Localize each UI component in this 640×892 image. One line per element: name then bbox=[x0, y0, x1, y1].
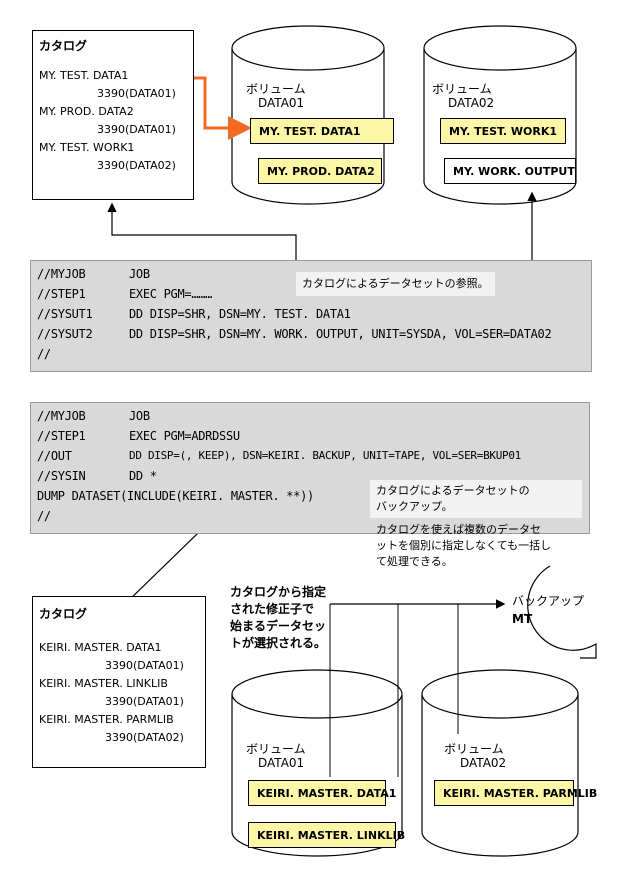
selection-note: カタログから指定 された修正子で 始まるデータセッ トが選択される。 bbox=[230, 584, 326, 652]
tape-icon bbox=[527, 565, 597, 659]
jcl-stmt: DD * bbox=[129, 469, 157, 483]
jcl-label: //SYSUT1 bbox=[37, 307, 93, 321]
catalog-title: カタログ bbox=[39, 607, 88, 621]
dataset-box: KEIRI. MASTER. DATA1 bbox=[248, 780, 396, 806]
catalog-box-top: カタログ MY. TEST. DATA1 3390(DATA01) MY. PR… bbox=[32, 30, 194, 200]
jcl-stmt: EXEC PGM=……… bbox=[129, 287, 213, 301]
jcl-label: //SYSIN bbox=[37, 469, 86, 483]
volume-name: DATA02 bbox=[448, 96, 495, 110]
catalog-entry-vol: 3390(DATA01) bbox=[97, 123, 176, 136]
note-line: カタログから指定 bbox=[230, 585, 327, 599]
catalog-entry-name: KEIRI. MASTER. LINKLIB bbox=[39, 677, 168, 690]
backup-note-extra: カタログを使えば複数のデータセ ットを個別に指定しなくても一括し て処理できる。 bbox=[376, 522, 551, 570]
jcl-stmt: DD DISP=(, KEEP), DSN=KEIRI. BACKUP, UNI… bbox=[129, 449, 521, 462]
note-line: カタログを使えば複数のデータセ bbox=[376, 523, 541, 536]
note-line: トが選択される。 bbox=[230, 636, 327, 650]
jcl-label: //MYJOB bbox=[37, 409, 86, 423]
catalog-entry-name: MY. TEST. DATA1 bbox=[39, 69, 129, 82]
catalog-entry-vol: 3390(DATA02) bbox=[105, 731, 184, 744]
dataset-box: MY. PROD. DATA2 bbox=[258, 158, 382, 184]
catalog-entry-vol: 3390(DATA02) bbox=[97, 159, 176, 172]
jcl-label: //STEP1 bbox=[37, 287, 86, 301]
note-line: された修正子で bbox=[230, 602, 315, 616]
jcl-label: // bbox=[37, 347, 51, 361]
jcl-stmt: DUMP DATASET(INCLUDE(KEIRI. MASTER. **)) bbox=[37, 489, 314, 503]
backup-label: バックアップ bbox=[512, 594, 585, 608]
jcl-to-catalog-arrow bbox=[107, 202, 297, 260]
catalog-entry-name: KEIRI. MASTER. DATA1 bbox=[39, 641, 162, 654]
volume-label: ボリューム bbox=[432, 82, 492, 96]
dataset-box: KEIRI. MASTER. PARMLIB bbox=[434, 780, 597, 806]
volume-name: DATA01 bbox=[258, 756, 305, 770]
volume-cylinder-bottom-2 bbox=[421, 669, 579, 857]
note-line: バックアップ。 bbox=[376, 500, 453, 513]
note-line: ットを個別に指定しなくても一括し bbox=[376, 539, 552, 552]
note-line: カタログによるデータセットの bbox=[376, 484, 530, 497]
jcl-stmt: DD DISP=SHR, DSN=MY. WORK. OUTPUT, UNIT=… bbox=[129, 327, 552, 341]
volume-cylinder-bottom-1 bbox=[231, 669, 403, 857]
catalog-entry-name: MY. TEST. WORK1 bbox=[39, 141, 135, 154]
jcl-stmt: JOB bbox=[129, 409, 150, 423]
reference-note: カタログによるデータセットの参照。 bbox=[296, 272, 495, 296]
dataset-box: MY. TEST. WORK1 bbox=[440, 118, 566, 144]
volume-name: DATA02 bbox=[460, 756, 507, 770]
volume-label: ボリューム bbox=[444, 742, 504, 756]
catalog-entry-name: KEIRI. MASTER. PARMLIB bbox=[39, 713, 174, 726]
dataset-box: MY. TEST. DATA1 bbox=[250, 118, 394, 144]
catalog-box-bottom: カタログ KEIRI. MASTER. DATA1 3390(DATA01) K… bbox=[32, 596, 206, 768]
jcl-stmt: EXEC PGM=ADRDSSU bbox=[129, 429, 240, 443]
backup-note: カタログによるデータセットの バックアップ。 bbox=[370, 480, 582, 518]
volume-label: ボリューム bbox=[246, 82, 306, 96]
jcl-label: //OUT bbox=[37, 449, 72, 463]
catalog-entry-name: MY. PROD. DATA2 bbox=[39, 105, 134, 118]
jcl-label: // bbox=[37, 509, 51, 523]
catalog-entry-vol: 3390(DATA01) bbox=[105, 659, 184, 672]
backup-medium: MT bbox=[512, 612, 533, 626]
volume-name: DATA01 bbox=[258, 96, 305, 110]
note-line: て処理できる。 bbox=[376, 555, 453, 568]
jcl-label: //STEP1 bbox=[37, 429, 86, 443]
volume-label: ボリューム bbox=[246, 742, 306, 756]
dataset-box: KEIRI. MASTER. LINKLIB bbox=[248, 822, 405, 848]
jcl-stmt: DD DISP=SHR, DSN=MY. TEST. DATA1 bbox=[129, 307, 351, 321]
jcl-label: //SYSUT2 bbox=[37, 327, 93, 341]
dataset-box: MY. WORK. OUTPUT bbox=[444, 158, 576, 184]
catalog-entry-vol: 3390(DATA01) bbox=[105, 695, 184, 708]
jcl-stmt: JOB bbox=[129, 267, 150, 281]
catalog-title: カタログ bbox=[39, 39, 88, 53]
note-line: 始まるデータセッ bbox=[230, 619, 327, 633]
catalog-entry-vol: 3390(DATA01) bbox=[97, 87, 176, 100]
jcl-label: //MYJOB bbox=[37, 267, 86, 281]
